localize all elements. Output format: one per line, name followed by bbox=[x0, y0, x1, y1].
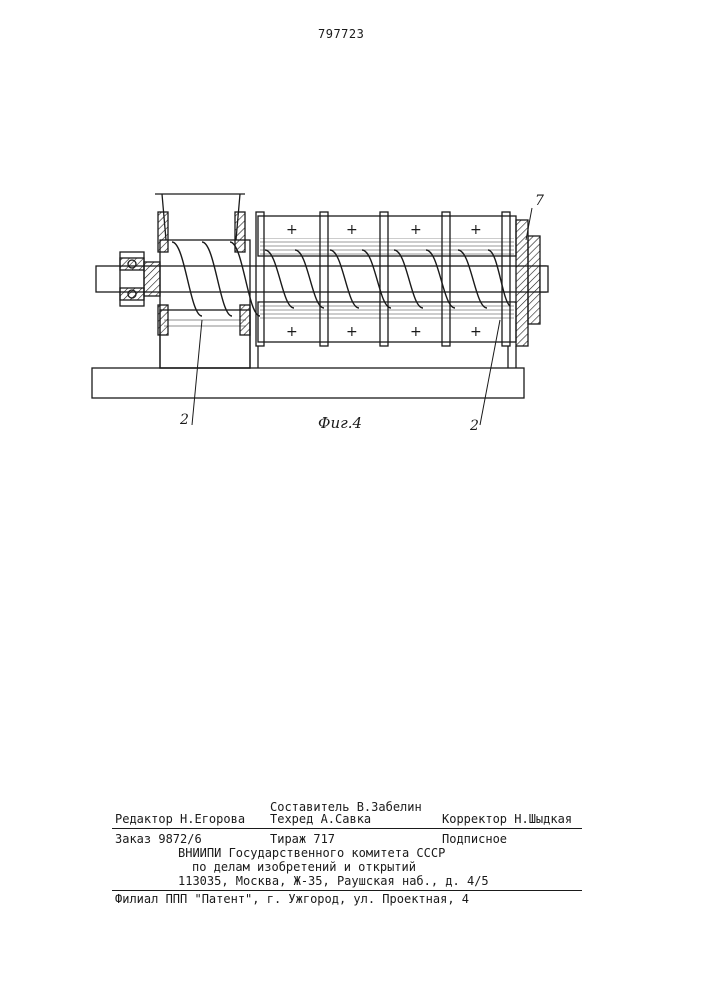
callout-2-right: 2 bbox=[470, 418, 479, 434]
plus-mark: + bbox=[410, 222, 422, 238]
subscription: Подписное bbox=[442, 832, 507, 846]
org-line-1: ВНИИПИ Государственного комитета СССР bbox=[178, 846, 445, 860]
org-address: 113035, Москва, Ж-35, Раушская наб., д. … bbox=[178, 874, 489, 888]
org-line-2: по делам изобретений и открытий bbox=[192, 860, 416, 874]
divider bbox=[112, 890, 582, 891]
plus-mark: + bbox=[346, 222, 358, 238]
base-plate bbox=[92, 368, 524, 398]
order: Заказ 9872/6 bbox=[115, 832, 202, 846]
branch: Филиал ППП "Патент", г. Ужгород, ул. Про… bbox=[115, 892, 469, 906]
corrector: Корректор Н.Шыдкая bbox=[442, 812, 572, 826]
plus-mark: + bbox=[470, 222, 482, 238]
plus-mark: + bbox=[346, 324, 358, 340]
plus-mark: + bbox=[410, 324, 422, 340]
circulation: Тираж 717 bbox=[270, 832, 335, 846]
callout-7: 7 bbox=[535, 193, 544, 209]
shaft bbox=[96, 266, 546, 292]
callout-2-left: 2 bbox=[180, 412, 189, 428]
divider bbox=[112, 828, 582, 829]
figure-caption: Фиг.4 bbox=[318, 414, 362, 432]
techred: Техред А.Савка bbox=[270, 812, 371, 826]
technical-drawing-fig4: + + + + + + + + bbox=[80, 180, 550, 460]
plus-mark: + bbox=[286, 222, 298, 238]
editor: Редактор Н.Егорова bbox=[115, 812, 245, 826]
patent-number: 797723 bbox=[318, 27, 364, 41]
plus-mark: + bbox=[286, 324, 298, 340]
plus-mark: + bbox=[470, 324, 482, 340]
feed-housing bbox=[160, 240, 250, 368]
